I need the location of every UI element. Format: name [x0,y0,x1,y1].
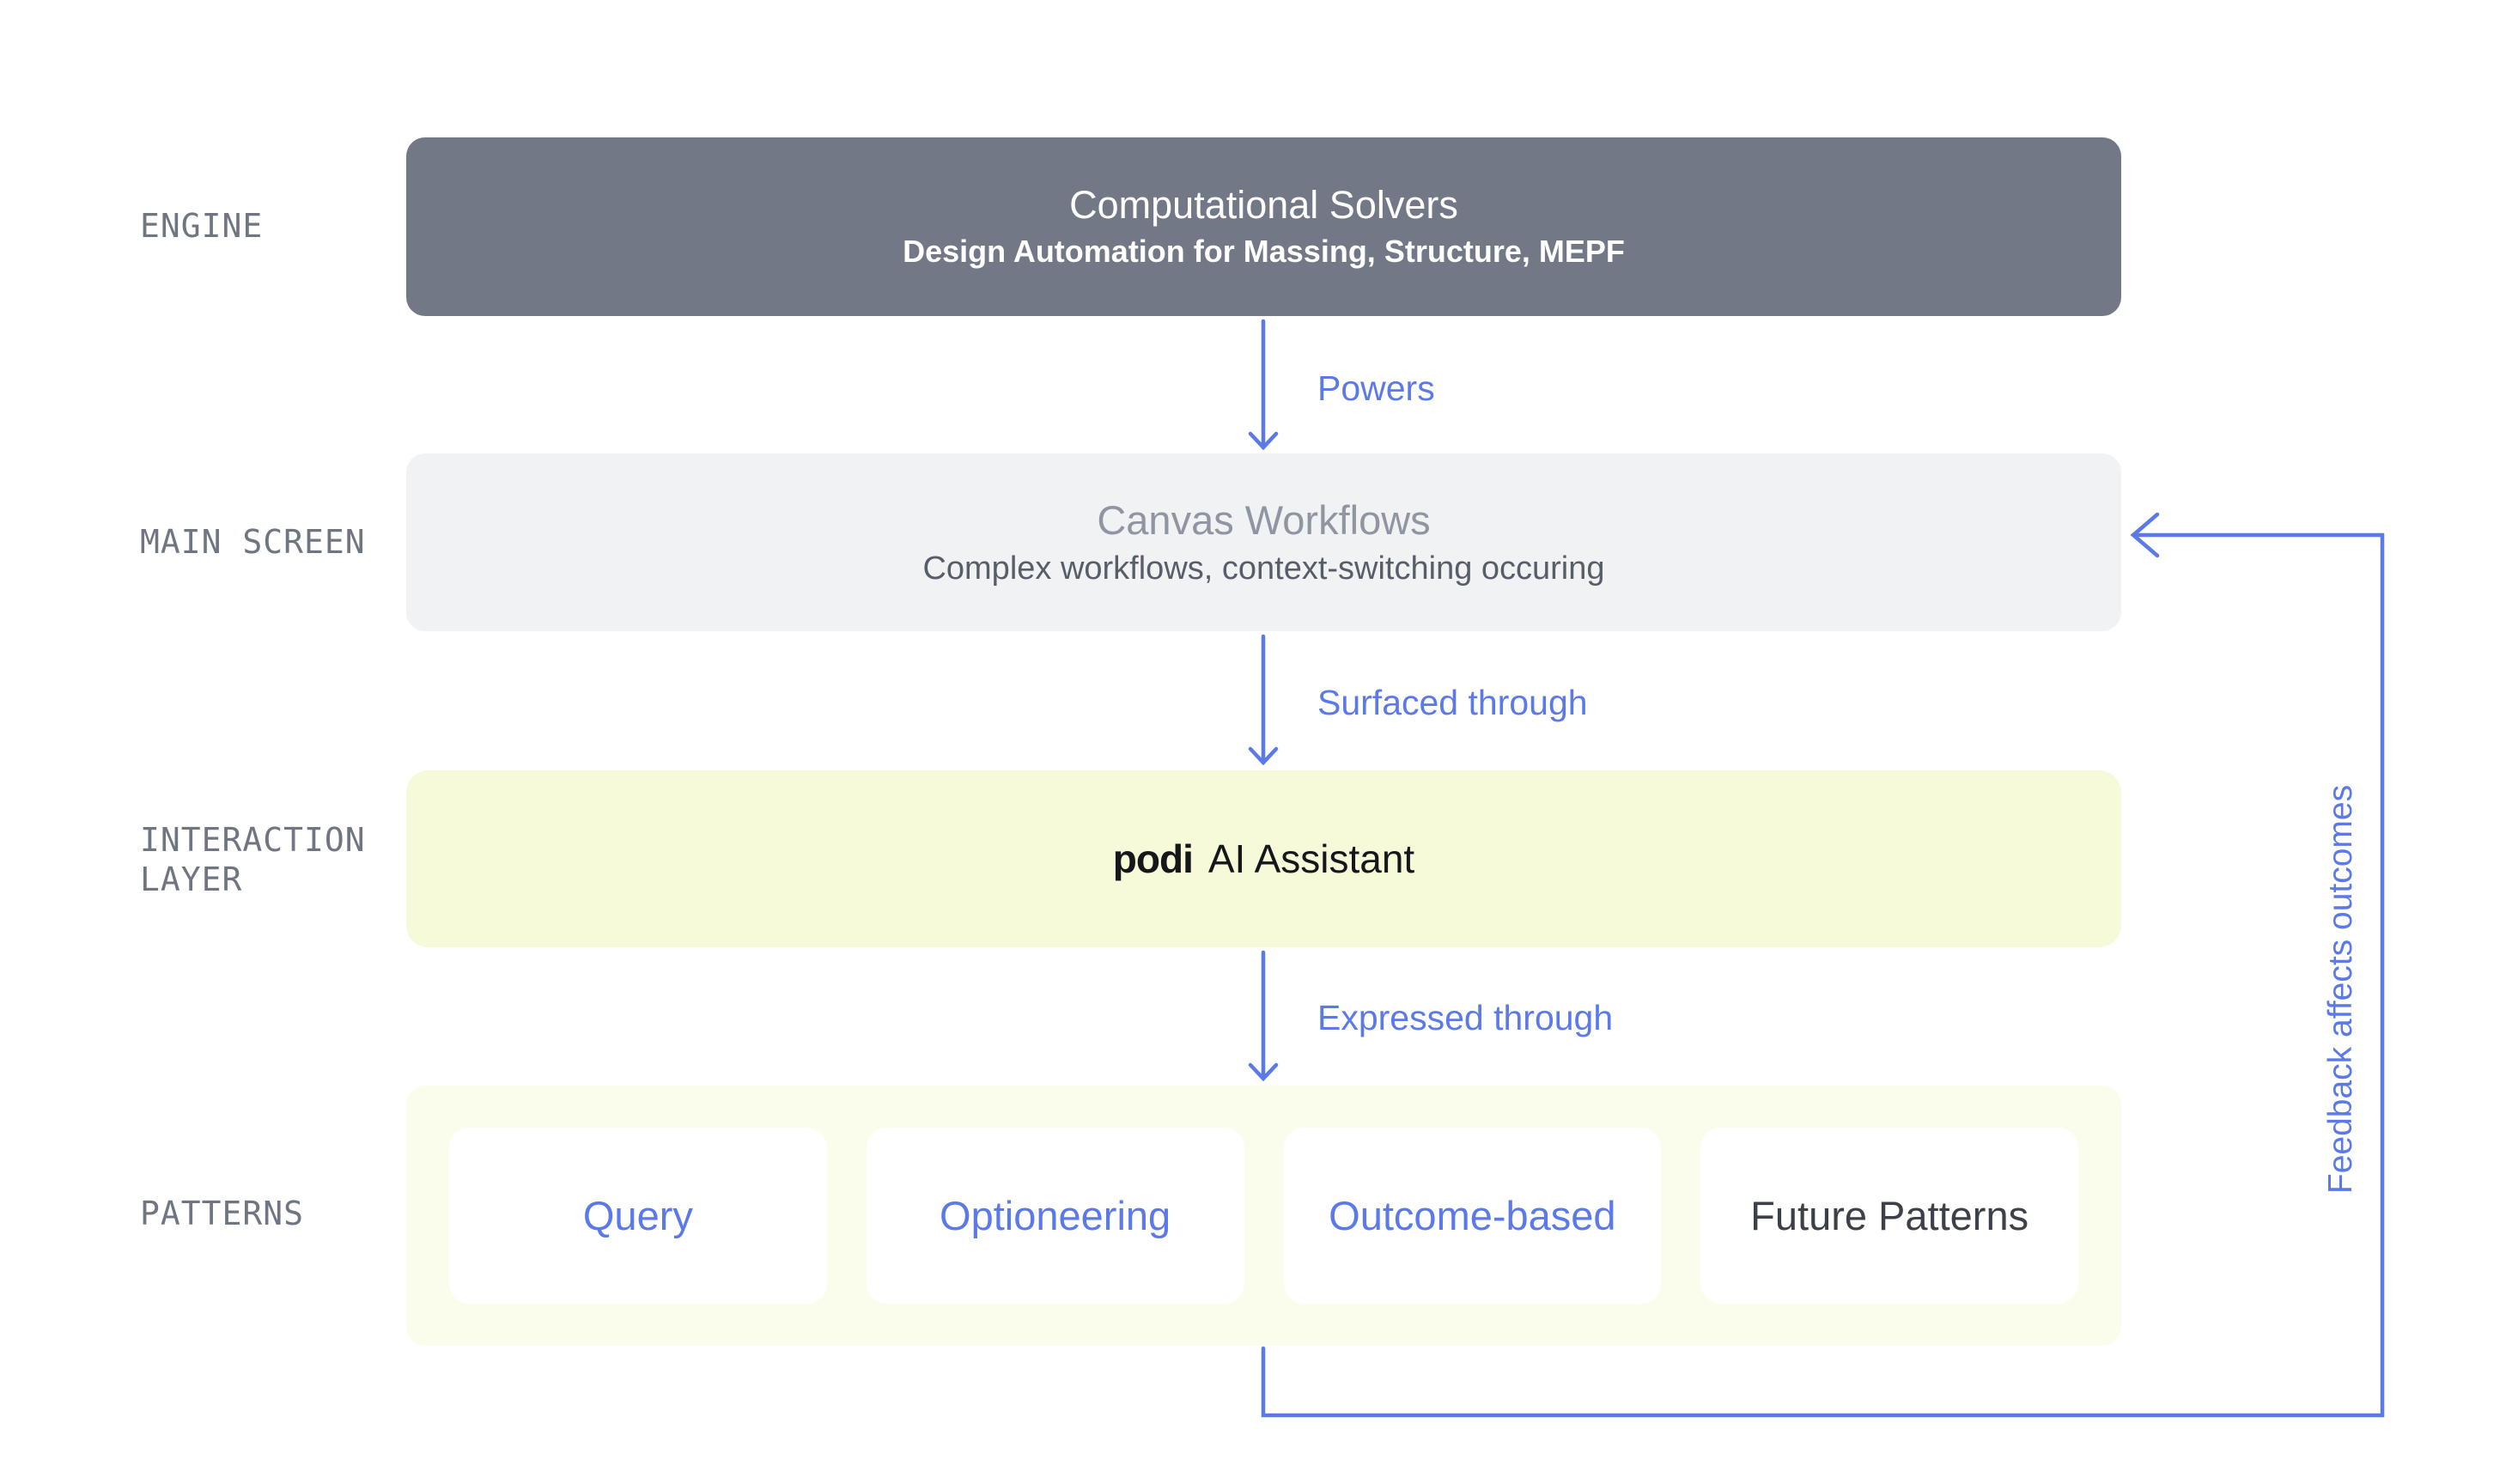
powers-arrow [1248,319,1279,451]
rail-label-interaction-layer: INTERACTION LAYER [140,821,366,898]
engine-node: Computational Solvers Design Automation … [406,137,2121,316]
interaction-node-title: AI Assistant [1207,836,1415,881]
pattern-card-query: Query [449,1128,827,1304]
interaction-layer-node: podi AI Assistant [406,770,2121,947]
surfaced-through-edge-label: Surfaced through [1317,683,1588,722]
expressed-arrow [1248,950,1279,1082]
podi-logo: podi [1112,836,1194,881]
engine-node-subtitle: Design Automation for Massing, Structure… [903,234,1625,269]
pattern-card-future-patterns: Future Patterns [1700,1128,2078,1304]
main-screen-node-subtitle: Complex workflows, context-switching occ… [922,550,1605,587]
main-screen-node: Canvas Workflows Complex workflows, cont… [406,453,2121,631]
expressed-through-edge-label: Expressed through [1317,998,1614,1037]
pattern-card-optioneering: Optioneering [866,1128,1244,1304]
pattern-card-outcome-based: Outcome-based [1283,1128,1662,1304]
rail-label-main-screen: MAIN SCREEN [140,523,366,561]
powers-edge-label: Powers [1317,368,1435,408]
rail-label-engine: ENGINE [140,207,264,245]
main-screen-node-title: Canvas Workflows [1097,496,1431,543]
feedback-edge-label: Feedback affects outcomes [2322,784,2359,1195]
rail-label-patterns: PATTERNS [140,1195,305,1232]
engine-node-title: Computational Solvers [1069,183,1458,227]
patterns-panel: Query Optioneering Outcome-based Future … [406,1086,2121,1346]
surfaced-arrow [1248,634,1279,766]
